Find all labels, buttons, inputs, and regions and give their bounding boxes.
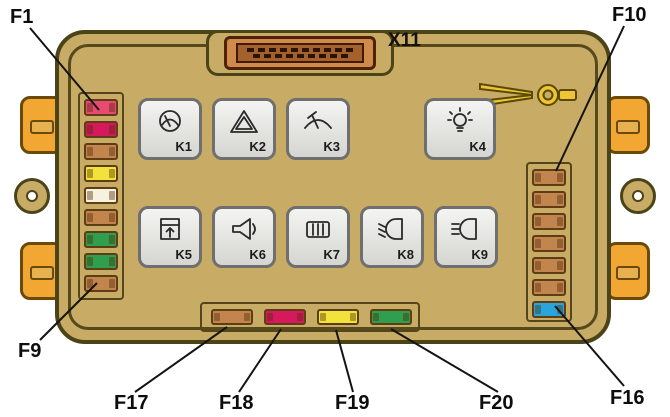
callout-label-f16: F16	[610, 387, 645, 409]
connector-slot	[302, 48, 309, 52]
connector-slot	[291, 48, 298, 52]
relay-label: K8	[397, 247, 414, 262]
connector-slot	[274, 54, 282, 58]
connector-slot	[247, 48, 254, 52]
connector-slot	[324, 48, 331, 52]
connector-slot	[313, 48, 320, 52]
connector-slot	[263, 54, 271, 58]
callout-label-f9: F9	[18, 340, 42, 362]
connector-slot-plate	[236, 43, 364, 63]
connector-slot	[335, 48, 342, 52]
fuse-strip-bottom	[200, 302, 420, 332]
fuse-f10	[532, 169, 566, 186]
fuse-f1	[84, 99, 118, 116]
relay-label: K6	[249, 247, 266, 262]
connector-slot	[252, 54, 260, 58]
fuse-f8	[84, 253, 118, 270]
connector-slot	[346, 48, 353, 52]
fuse-f7	[84, 231, 118, 248]
fuse-f20	[370, 309, 412, 325]
relay-label: K4	[469, 139, 486, 154]
callout-label-f1: F1	[10, 6, 34, 28]
connector-slot	[307, 54, 315, 58]
mounting-hole-right	[620, 178, 656, 214]
fuse-f19	[317, 309, 359, 325]
fuse-f12	[532, 213, 566, 230]
relay-k3: K3	[286, 98, 350, 160]
connector-slot	[269, 48, 276, 52]
fuse-f9	[84, 275, 118, 292]
power-window-icon	[160, 218, 180, 240]
fuse-f11	[532, 191, 566, 208]
fuse-f16	[532, 301, 566, 318]
connector-slot	[318, 54, 326, 58]
fuse-f2	[84, 121, 118, 138]
lamp-check-icon	[447, 107, 473, 132]
connector-slot	[285, 54, 293, 58]
mounting-hole-left	[14, 178, 50, 214]
windshield-wiper-icon	[304, 111, 332, 129]
fuse-f13	[532, 235, 566, 252]
connector-label: X11	[388, 30, 421, 51]
high-beam-icon	[451, 218, 477, 240]
callout-label-f10: F10	[612, 4, 647, 26]
relay-k9: K9	[434, 206, 498, 268]
horn-icon	[232, 218, 256, 240]
hazard-triangle-icon	[230, 110, 258, 133]
connector-x11	[224, 36, 376, 70]
callout-label-f18: F18	[219, 392, 254, 414]
relay-label: K9	[471, 247, 488, 262]
fuse-f14	[532, 257, 566, 274]
fuse-f18	[264, 309, 306, 325]
fuse-f4	[84, 165, 118, 182]
intermittent-wiper-icon	[159, 110, 181, 132]
relay-label: K2	[249, 139, 266, 154]
relay-label: K5	[175, 247, 192, 262]
connector-slot	[280, 48, 287, 52]
connector-slot	[258, 48, 265, 52]
fuse-f17	[211, 309, 253, 325]
relay-k7: K7	[286, 206, 350, 268]
rear-defogger-icon	[306, 221, 330, 238]
relay-label: K1	[175, 139, 192, 154]
fuse-f15	[532, 279, 566, 296]
connector-slot-row	[238, 48, 362, 52]
low-beam-icon	[378, 218, 403, 240]
connector-slot-row	[238, 54, 362, 58]
connector-slot	[296, 54, 304, 58]
relay-k5: K5	[138, 206, 202, 268]
relay-k4: K4	[424, 98, 496, 160]
relay-k8: K8	[360, 206, 424, 268]
fuse-column-right	[526, 162, 572, 322]
fuse-f6	[84, 209, 118, 226]
relay-k2: K2	[212, 98, 276, 160]
fuse-f3	[84, 143, 118, 160]
mounting-tab-right-bottom	[606, 242, 650, 300]
connector-slot	[329, 54, 337, 58]
relay-k1: K1	[138, 98, 202, 160]
relay-label: K7	[323, 247, 340, 262]
callout-label-f19: F19	[335, 392, 370, 414]
fuse-f5	[84, 187, 118, 204]
fuse-column-left	[78, 92, 124, 300]
connector-slot	[340, 54, 348, 58]
fuse-box-body	[55, 30, 611, 344]
callout-label-f20: F20	[479, 392, 514, 414]
relay-k6: K6	[212, 206, 276, 268]
callout-label-f17: F17	[114, 392, 149, 414]
relay-label: K3	[323, 139, 340, 154]
mounting-tab-right-top	[606, 96, 650, 154]
